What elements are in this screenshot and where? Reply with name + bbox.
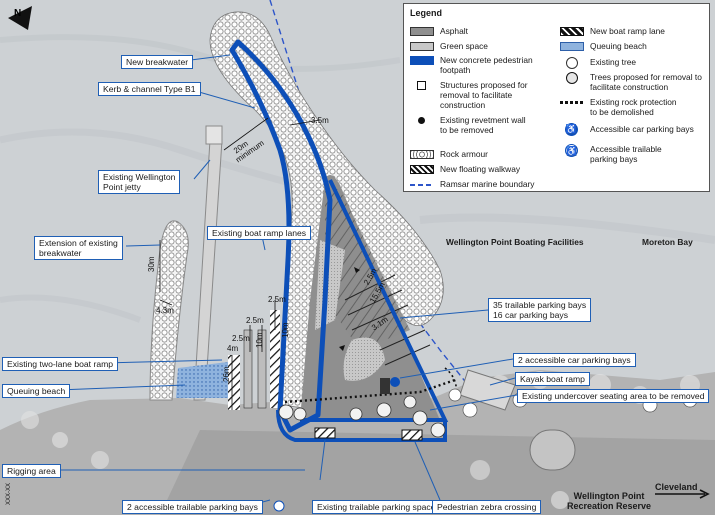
accessible-trailer-icon xyxy=(273,500,285,512)
moreton-bay-label: Moreton Bay xyxy=(642,237,693,247)
building xyxy=(529,429,576,471)
dim-3-5m: 3.5m xyxy=(311,116,329,125)
dim-30m: 30m xyxy=(147,256,156,272)
callout-boat-ramp-lanes: Existing boat ramp lanes xyxy=(207,226,312,240)
rock-protection-swatch xyxy=(560,101,584,104)
cleveland-arrow-icon xyxy=(655,489,710,499)
legend-item-revetment: Existing revetment wall to be removed xyxy=(410,115,548,135)
kayak-ramp-area xyxy=(459,369,516,411)
tree-remove-icon xyxy=(566,72,578,84)
callout-parking-bays: 35 trailable parking bays 16 car parking… xyxy=(488,298,592,322)
parking-hatch xyxy=(325,185,410,350)
callout-seating-area: Existing undercover seating area to be r… xyxy=(517,389,710,403)
green-space-2 xyxy=(343,337,385,381)
callout-queuing-beach: Queuing beach xyxy=(2,384,71,398)
legend-item-acc-car: ♿ Accessible car parking bays xyxy=(565,123,694,136)
cleveland-label: Cleveland xyxy=(655,482,698,492)
revetment-dot-icon xyxy=(418,117,425,124)
ramp-lane-2 xyxy=(243,329,253,409)
legend-item-rock-protection: Existing rock protection to be demolishe… xyxy=(560,97,710,117)
parking-lines xyxy=(344,274,431,366)
extension-breakwater xyxy=(149,220,189,401)
dim-10m-b: 10m xyxy=(281,322,290,338)
dim-2-5m-b: 2.5m xyxy=(246,316,264,325)
legend-item-footpath: New concrete pedestrian footpath xyxy=(410,55,548,75)
jetty-head xyxy=(205,125,223,145)
asphalt-swatch xyxy=(410,27,434,36)
ramsar-boundary xyxy=(269,0,481,401)
ramp-lane-swatch xyxy=(560,27,584,36)
legend-item-ramsar: Ramsar marine boundary xyxy=(410,179,548,189)
legend-item-queuing: Queuing beach xyxy=(560,41,710,51)
reserve-label: Wellington Point Recreation Reserve xyxy=(567,491,652,511)
legend-item-rock: Rock armour xyxy=(410,149,548,159)
ramp-lane-1 xyxy=(228,355,240,410)
north-arrow-icon xyxy=(8,6,32,30)
dimension-lines xyxy=(159,117,321,410)
legend-item-tree-remove: Trees proposed for removal to facilitate… xyxy=(560,72,715,92)
accessible-car-icon xyxy=(390,377,400,387)
dim-4-3m: 4.3m xyxy=(156,306,174,315)
legend-item-ramp-lane: New boat ramp lane xyxy=(560,26,710,36)
green-space-swatch xyxy=(410,42,434,51)
footpath-front xyxy=(276,409,447,442)
callout-two-lane-ramp: Existing two-lane boat ramp xyxy=(2,357,119,371)
zebra-crossing-2 xyxy=(401,429,423,441)
facilities-label: Wellington Point Boating Facilities xyxy=(446,237,584,247)
dim-4m: 4m xyxy=(227,344,239,353)
accessible-car-legend-icon: ♿ xyxy=(565,123,578,136)
code-label: XXX-XX xyxy=(6,482,12,505)
accessible-car-bay xyxy=(380,378,390,394)
dim-2-5m-a: 2.5m xyxy=(268,295,286,304)
callout-kerb-channel: Kerb & channel Type B1 xyxy=(98,82,201,96)
callout-trailable-bays: 2 accessible trailable parking bays xyxy=(122,500,263,514)
dim-26m: 26m xyxy=(222,366,231,382)
callout-car-bays: 2 accessible car parking bays xyxy=(513,353,636,367)
legend-title: Legend xyxy=(410,8,443,18)
north-label: N xyxy=(14,8,22,19)
legend-item-acc-trailer: ♿ Accessible trailable parking bays xyxy=(565,144,662,164)
legend-item-green: Green space xyxy=(410,41,548,51)
trees-remove xyxy=(278,395,446,438)
ramsar-swatch xyxy=(410,184,434,186)
callout-kayak-ramp: Kayak boat ramp xyxy=(515,372,590,386)
legend-item-walkway: New floating walkway xyxy=(410,164,548,174)
callout-trailable-spaces: Existing trailable parking spaces xyxy=(312,500,445,514)
accessible-trailer-legend-icon: ♿ xyxy=(565,144,578,157)
rock-armour-swatch xyxy=(410,150,434,159)
traffic-arrows xyxy=(339,267,360,351)
walkway-swatch xyxy=(410,165,434,174)
callout-zebra-crossing: Pedestrian zebra crossing xyxy=(432,500,542,514)
zebra-crossing-1 xyxy=(314,427,336,439)
callout-rigging-area: Rigging area xyxy=(2,464,61,478)
queuing-beach xyxy=(176,362,232,398)
footpath-swatch xyxy=(410,56,434,65)
road-area xyxy=(160,430,715,515)
dim-10m-a: 10m xyxy=(255,332,264,348)
rock-protection-demolish xyxy=(284,378,456,404)
callout-extension-breakwater: Extension of existing breakwater xyxy=(34,236,123,260)
ramp-lane-4 xyxy=(270,310,280,408)
callout-existing-jetty: Existing Wellington Point jetty xyxy=(98,170,181,194)
legend-item-asphalt: Asphalt xyxy=(410,26,548,36)
legend: Legend Asphalt Green space New concrete … xyxy=(403,3,710,192)
legend-item-structures: Structures proposed for removal to facil… xyxy=(410,80,548,110)
dim-2-5m-c: 2.5m xyxy=(232,334,250,343)
tree-icon xyxy=(566,57,578,69)
queuing-swatch xyxy=(560,42,584,51)
callout-new-breakwater: New breakwater xyxy=(121,55,194,69)
structure-swatch xyxy=(417,81,426,90)
legend-item-tree: Existing tree xyxy=(560,57,710,69)
callout-leaders xyxy=(57,54,518,507)
